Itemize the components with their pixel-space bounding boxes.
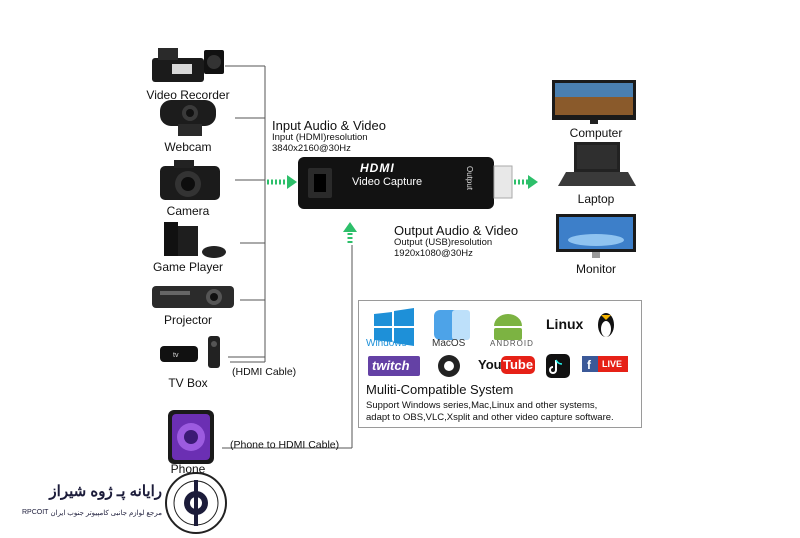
label-phone: Phone (170, 462, 206, 476)
capture-brand: HDMI (360, 161, 395, 175)
computer-icon (552, 80, 636, 124)
tiktok-logo (546, 354, 570, 378)
output-title: Output Audio & Video (394, 223, 519, 238)
facebook-live-logo: f (582, 356, 628, 372)
monitor-icon (556, 214, 636, 258)
projector-icon (152, 286, 234, 308)
game-console-icon (164, 222, 226, 258)
linux-label: Linux (546, 316, 584, 332)
input-resolution-label: Input (HDMI)resolution (272, 132, 368, 143)
android-logo (494, 314, 522, 340)
input-resolution-value: 3840x2160@30Hz (272, 143, 351, 154)
obs-logo (438, 355, 460, 377)
youtube-label-you: You (478, 357, 502, 372)
macos-label: MacOS (432, 338, 466, 349)
label-hdmi-cable: (HDMI Cable) (232, 366, 297, 378)
compat-desc-1: Support Windows series,Mac,Linux and oth… (366, 400, 598, 411)
capture-port-label: Output (465, 166, 474, 191)
label-phone-cable: (Phone to HDMI Cable) (230, 439, 340, 451)
input-title: Input Audio & Video (272, 118, 386, 133)
output-resolution-label: Output (USB)resolution (394, 237, 493, 248)
label-webcam: Webcam (164, 140, 212, 154)
brand-logo (165, 472, 227, 534)
compat-title: Muliti-Compatible System (366, 382, 514, 397)
svg-text:f: f (587, 358, 592, 372)
camera-icon (160, 160, 220, 200)
label-monitor: Monitor (575, 262, 616, 276)
capture-device (298, 157, 513, 209)
output-resolution-value: 1920x1080@30Hz (394, 248, 473, 259)
label-camera: Camera (166, 204, 210, 218)
video-recorder-icon (152, 48, 224, 82)
youtube-logo (501, 356, 535, 374)
phone-arrow (343, 222, 357, 243)
twitch-label: twitch (372, 358, 410, 373)
webcam-icon (160, 100, 216, 136)
label-game-player: Game Player (152, 260, 224, 274)
tv-box-icon: tv (160, 336, 220, 368)
svg-text:tv: tv (173, 352, 179, 359)
phone-icon (168, 410, 214, 464)
laptop-icon (558, 142, 636, 186)
label-projector: Projector (163, 313, 213, 327)
windows-logo (374, 308, 414, 346)
label-laptop: Laptop (577, 192, 615, 206)
twitch-logo (368, 356, 420, 376)
live-label: LIVE (602, 359, 623, 369)
windows-label: Windows (366, 338, 407, 349)
brand-name: رایانه پـ ژوه شیراز (49, 483, 162, 500)
android-label: ANDROID (490, 339, 534, 348)
brand-code: RPCOIT (22, 509, 49, 516)
label-computer: Computer (569, 126, 623, 140)
youtube-label-tube: Tube (503, 357, 534, 372)
capture-name: Video Capture (352, 176, 423, 188)
label-tv-box: TV Box (168, 376, 208, 390)
linux-logo (598, 313, 614, 337)
label-video-recorder: Video Recorder (146, 88, 230, 102)
compat-desc-2: adapt to OBS,VLC,Xsplit and other video … (366, 412, 614, 423)
brand-subtitle: مرجع لوازم جانبی کامپیوتر جنوب ایران (50, 510, 162, 517)
output-arrow (510, 175, 538, 189)
macos-logo (434, 310, 470, 340)
connector-lines (222, 65, 353, 449)
input-arrow (267, 175, 297, 189)
